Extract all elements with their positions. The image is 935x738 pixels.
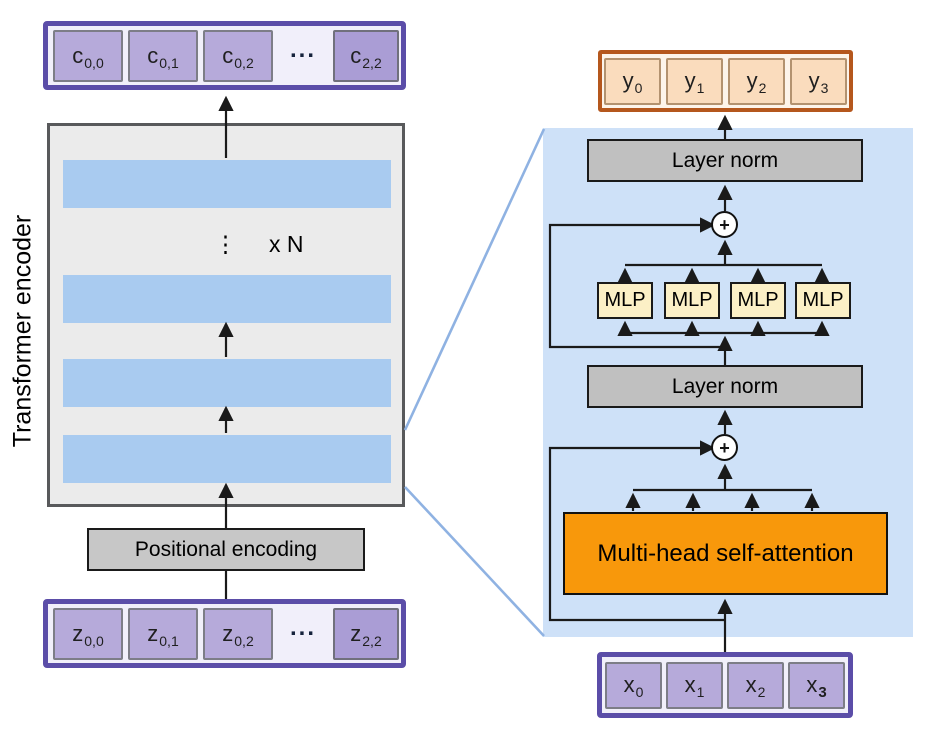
zoom-connector-bottom bbox=[404, 486, 545, 637]
transformer-encoder-box bbox=[47, 123, 405, 507]
token-base: z bbox=[147, 620, 159, 646]
positional-encoding-box: Positional encoding bbox=[87, 528, 365, 571]
layer-norm-top-box: Layer norm bbox=[587, 139, 863, 182]
multi-head-self-attention-box: Multi-head self-attention bbox=[563, 512, 888, 595]
token-sub: 3 bbox=[820, 80, 829, 96]
token-base: z bbox=[350, 620, 362, 646]
token-sub: 0,0 bbox=[84, 54, 104, 71]
token-sub: 2,2 bbox=[362, 632, 382, 649]
encoder-layer-bar-2 bbox=[63, 275, 391, 323]
encoder-layer-bar-1 bbox=[63, 160, 391, 208]
token-sub: 3 bbox=[818, 683, 827, 701]
token-base: x bbox=[684, 672, 696, 697]
token-sub: 0,1 bbox=[159, 632, 179, 649]
encoder-layer-bar-3 bbox=[63, 359, 391, 407]
zoom-connector-lines bbox=[403, 128, 546, 637]
token-base: c bbox=[222, 42, 234, 68]
token-sub: 0,2 bbox=[234, 54, 254, 71]
token-sub: 0 bbox=[635, 684, 644, 700]
token-base: x bbox=[806, 672, 818, 697]
token-sub: 0,0 bbox=[84, 632, 104, 649]
layer-norm-bottom-box: Layer norm bbox=[587, 365, 863, 408]
token-sub: 0 bbox=[634, 80, 643, 96]
token-base: z bbox=[72, 620, 84, 646]
ellipsis: ... bbox=[289, 35, 316, 63]
token-base: y bbox=[808, 68, 820, 93]
repeat-label: x N bbox=[269, 230, 304, 257]
residual-add-icon: + bbox=[711, 211, 738, 238]
token-sub: 1 bbox=[696, 684, 705, 700]
mlp-box-1: MLP bbox=[597, 282, 653, 319]
token-sub: 1 bbox=[696, 80, 705, 96]
mlp-box-3: MLP bbox=[730, 282, 786, 319]
token-base: x bbox=[745, 672, 757, 697]
token-base: y bbox=[684, 68, 696, 93]
vertical-dots: ⋮ bbox=[214, 230, 237, 257]
mlp-box-2: MLP bbox=[664, 282, 720, 319]
token-base: c bbox=[350, 42, 362, 68]
token-base: z bbox=[222, 620, 234, 646]
mlp-box-4: MLP bbox=[795, 282, 851, 319]
token-base: y bbox=[746, 68, 758, 93]
token-sub: 0,2 bbox=[234, 632, 254, 649]
token-base: y bbox=[622, 68, 634, 93]
token-sub: 2,2 bbox=[362, 54, 382, 71]
zoom-connector-top bbox=[403, 128, 546, 431]
ellipsis: ... bbox=[289, 613, 316, 641]
token-sub: 2 bbox=[757, 684, 766, 700]
token-base: c bbox=[72, 42, 84, 68]
repeat-n-times: ⋮ x N bbox=[214, 229, 304, 259]
residual-add-icon: + bbox=[711, 434, 738, 461]
token-base: c bbox=[147, 42, 159, 68]
encoder-layer-bar-4 bbox=[63, 435, 391, 483]
transformer-encoder-label: Transformer encoder bbox=[8, 214, 37, 448]
token-sub: 2 bbox=[758, 80, 767, 96]
token-base: x bbox=[623, 672, 635, 697]
token-sub: 0,1 bbox=[159, 54, 179, 71]
